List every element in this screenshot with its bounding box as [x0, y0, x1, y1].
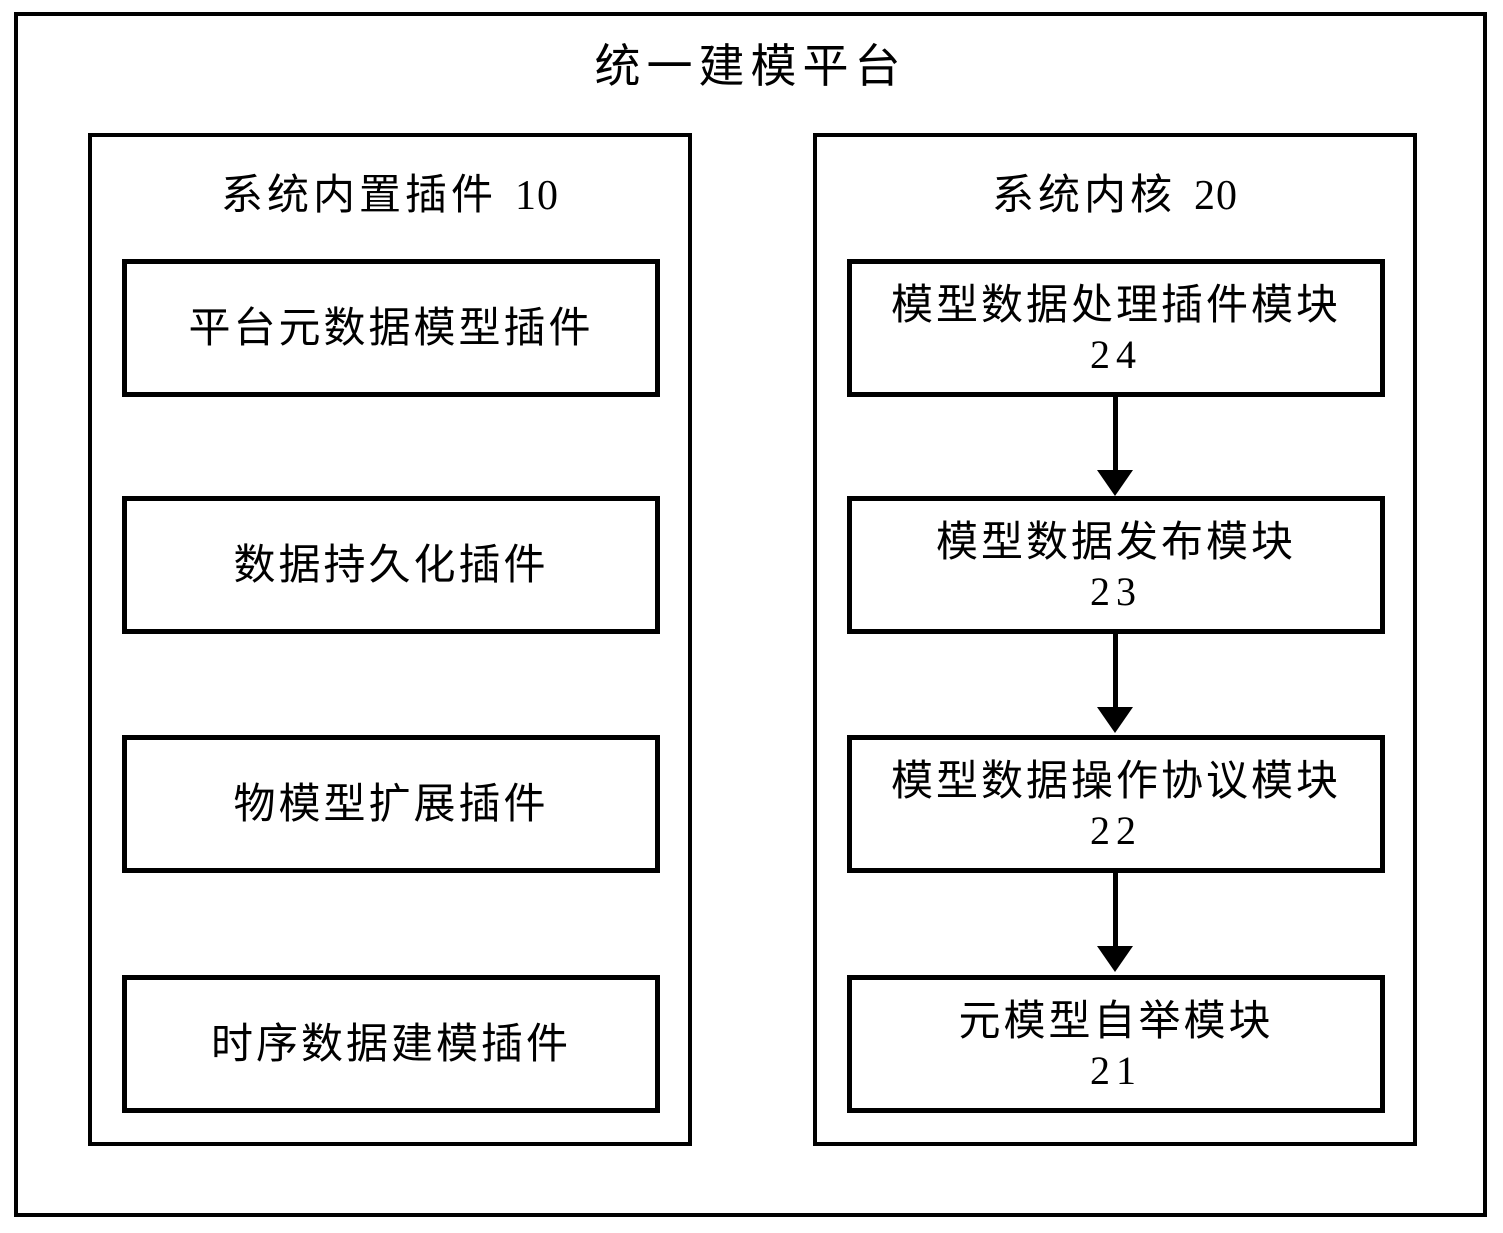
node-ref: 21 — [1090, 1048, 1142, 1094]
node-model-data-processing-plugin-module: 模型数据处理插件模块 24 — [847, 259, 1385, 397]
arrow-down-icon — [1095, 873, 1135, 972]
node-label: 模型数据发布模块 — [935, 516, 1296, 566]
node-model-data-operation-protocol-module: 模型数据操作协议模块 22 — [847, 735, 1385, 873]
node-thing-model-extension-plugin: 物模型扩展插件 — [122, 735, 660, 873]
section-system-builtin-plugins: 系统内置插件 10 平台元数据模型插件 数据持久化插件 物模型扩展插件 时序数据建… — [88, 133, 692, 1146]
arrow-shaft — [1112, 634, 1118, 708]
arrow-down-icon — [1095, 397, 1135, 496]
section-header-right: 系统内核 20 — [817, 161, 1413, 222]
section-right-label: 系统内核 — [991, 170, 1176, 219]
node-data-persistence-plugin: 数据持久化插件 — [122, 496, 660, 634]
node-platform-metadata-model-plugin: 平台元数据模型插件 — [122, 259, 660, 397]
section-left-label: 系统内置插件 — [220, 170, 497, 219]
section-header-left: 系统内置插件 10 — [92, 161, 688, 222]
node-metamodel-bootstrap-module: 元模型自举模块 21 — [847, 975, 1385, 1113]
node-ref: 22 — [1090, 808, 1142, 854]
arrow-head — [1097, 946, 1133, 972]
arrow-shaft — [1112, 873, 1118, 947]
node-label: 模型数据处理插件模块 — [890, 279, 1341, 329]
node-ref: 23 — [1090, 569, 1142, 615]
node-label: 数据持久化插件 — [233, 539, 549, 589]
section-system-kernel: 系统内核 20 模型数据处理插件模块 24 模型数据发布模块 23 模型数据操作协… — [813, 133, 1417, 1146]
arrow-head — [1097, 470, 1133, 496]
node-label: 物模型扩展插件 — [233, 778, 549, 828]
node-label: 元模型自举模块 — [958, 995, 1274, 1045]
platform-outer-frame — [14, 12, 1487, 1217]
arrow-down-icon — [1095, 634, 1135, 733]
node-label: 模型数据操作协议模块 — [890, 755, 1341, 805]
node-label: 平台元数据模型插件 — [188, 302, 594, 352]
node-timeseries-data-modeling-plugin: 时序数据建模插件 — [122, 975, 660, 1113]
node-model-data-publish-module: 模型数据发布模块 23 — [847, 496, 1385, 634]
section-right-ref: 20 — [1194, 173, 1238, 219]
section-left-ref: 10 — [515, 173, 559, 219]
node-label: 时序数据建模插件 — [210, 1018, 571, 1068]
diagram-title: 统一建模平台 — [594, 39, 907, 93]
arrow-head — [1097, 707, 1133, 733]
node-ref: 24 — [1090, 332, 1142, 378]
arrow-shaft — [1112, 397, 1118, 471]
